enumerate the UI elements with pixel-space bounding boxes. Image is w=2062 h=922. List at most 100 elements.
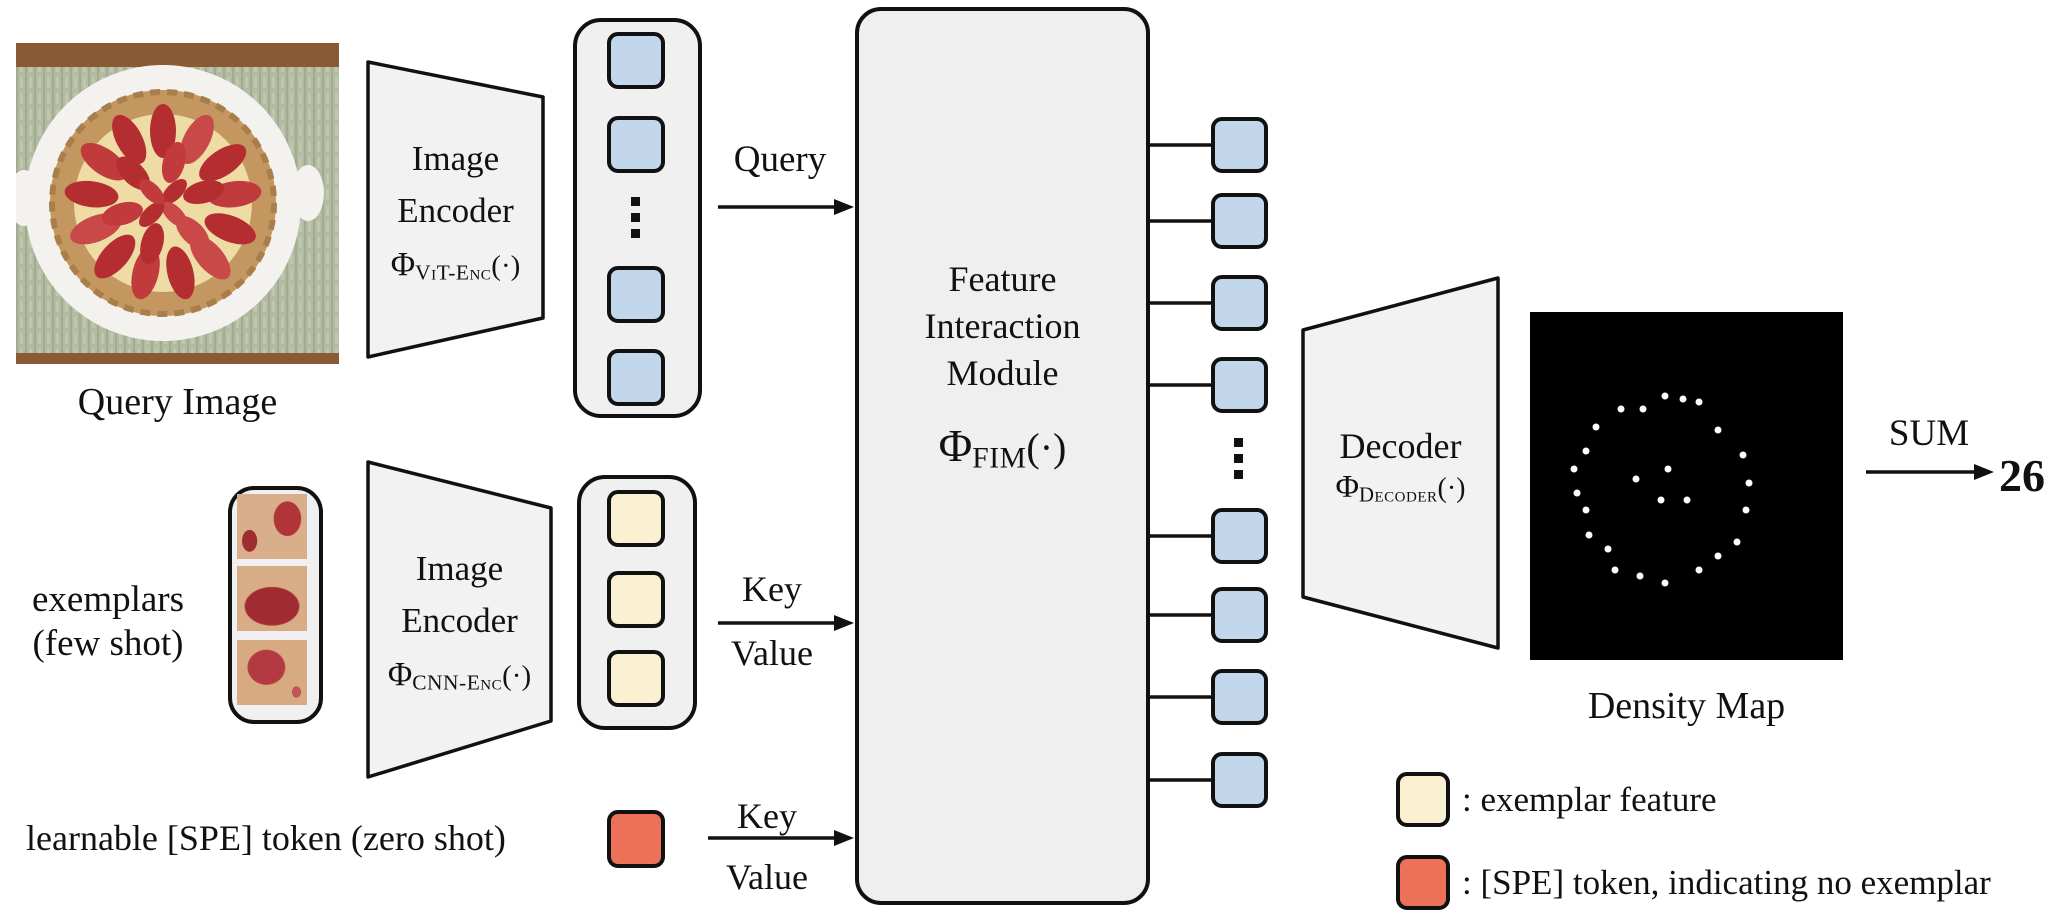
density-dot: [1661, 579, 1669, 587]
query-arrow-head: [834, 199, 854, 215]
density-dot: [1679, 395, 1687, 403]
exemplar-token-1: [607, 490, 665, 547]
density-dot: [1632, 475, 1640, 483]
density-dot: [1739, 451, 1747, 459]
density-dot: [1636, 572, 1644, 580]
density-dot: [1570, 465, 1578, 473]
output-token-7: [1211, 669, 1268, 725]
decoder-subscript: Decoder: [1359, 484, 1438, 507]
output-token-6: [1211, 587, 1268, 643]
vit-encoder-shape: [366, 60, 545, 359]
density-dot: [1664, 465, 1672, 473]
density-dot: [1683, 496, 1690, 504]
density-dot: [1695, 398, 1703, 406]
density-dot: [1611, 566, 1618, 574]
value-few-label: Value: [731, 633, 813, 673]
output-token-8: [1211, 752, 1268, 808]
density-dot: [1714, 426, 1722, 434]
strawberry-tart-illustration: [16, 43, 339, 364]
cnn-encoder-shape: [366, 460, 553, 779]
density-dot: [1592, 423, 1600, 431]
phi-symbol: Φ: [938, 420, 973, 471]
exemplar-token-3: [607, 650, 665, 707]
density-dot: [1582, 506, 1590, 514]
exemplar-crop-1: [237, 494, 307, 559]
sum-label: SUM: [1888, 413, 1970, 454]
spe-caption: learnable [SPE] token (zero shot): [26, 818, 506, 858]
density-dot: [1639, 405, 1647, 413]
density-dot: [1657, 496, 1665, 504]
query-token-4: [607, 349, 665, 406]
output-token-3: [1211, 275, 1268, 331]
cnn-enc-subscript: CNN-Enc: [412, 670, 503, 695]
decoder-formula: ΦDecoder(·): [1303, 468, 1498, 508]
fim-label-line3: Module: [946, 353, 1059, 393]
spe-token: [607, 810, 665, 868]
query-image-photo: [16, 43, 339, 364]
density-dot: [1661, 392, 1669, 400]
exemplar-token-2: [607, 571, 665, 628]
output-tokens-ellipsis: [1234, 438, 1243, 479]
decoder-shape: [1301, 276, 1500, 650]
vit-encoder-label-line1: Image: [411, 139, 500, 179]
query-tokens-ellipsis: [631, 197, 640, 238]
sum-arrow-head: [1974, 464, 1994, 480]
legend-exemplar-swatch: [1396, 772, 1450, 827]
exemplar-crop-2: [237, 566, 307, 631]
query-token-3: [607, 266, 665, 323]
output-token-5: [1211, 508, 1268, 564]
query-token-2: [607, 116, 665, 173]
vit-encoder-formula: ΦViT-Enc(·): [391, 246, 521, 286]
vit-enc-subscript: ViT-Enc: [415, 260, 492, 285]
output-token-4: [1211, 357, 1268, 413]
feature-interaction-module-box: [855, 7, 1150, 905]
decoder-title: Decoder: [1339, 426, 1462, 466]
density-dot: [1585, 531, 1593, 539]
phi-symbol: Φ: [390, 246, 416, 284]
key-value-few-arrow-head: [834, 615, 854, 631]
exemplars-caption-line1: exemplars: [31, 579, 185, 620]
cnn-encoder-label-line2: Encoder: [401, 601, 518, 641]
query-flow-label: Query: [733, 139, 827, 180]
exemplars-caption-line2: (few shot): [32, 622, 184, 664]
density-dot: [1733, 538, 1741, 546]
density-map: [1530, 312, 1843, 660]
vit-encoder-label-line2: Encoder: [397, 191, 514, 231]
key-few-label: Key: [742, 569, 802, 609]
exemplar-crop-3: [237, 640, 307, 705]
phi-symbol: Φ: [1335, 468, 1360, 504]
legend-spe-label: : [SPE] token, indicating no exemplar: [1462, 862, 1991, 902]
cnn-encoder-label-line1: Image: [415, 549, 504, 589]
density-dot: [1582, 447, 1590, 455]
fim-subscript: FIM: [972, 442, 1027, 475]
phi-symbol: Φ: [387, 656, 413, 694]
density-dot: [1714, 552, 1722, 560]
fim-label-line1: Feature: [948, 259, 1057, 299]
density-map-caption: Density Map: [1587, 685, 1786, 727]
formula-args: (·): [502, 660, 532, 693]
formula-args: (·): [1026, 425, 1067, 470]
value-zero-label: Value: [726, 857, 808, 897]
density-dot: [1604, 545, 1612, 553]
output-token-1: [1211, 117, 1268, 173]
query-token-1: [607, 32, 665, 89]
legend-spe-swatch: [1396, 855, 1450, 910]
fim-output-connectors: [1150, 143, 1213, 782]
count-result: 26: [1999, 450, 2045, 501]
fim-formula: ΦFIM(·): [855, 419, 1150, 476]
density-dot: [1742, 506, 1750, 514]
key-value-zero-arrow-head: [834, 830, 854, 846]
density-dot: [1695, 566, 1703, 574]
query-image-caption: Query Image: [77, 381, 278, 423]
density-dot: [1617, 405, 1625, 413]
legend-exemplar-label: : exemplar feature: [1462, 779, 1717, 819]
key-zero-label: Key: [737, 796, 797, 836]
formula-args: (·): [1437, 473, 1466, 504]
fim-label-line2: Interaction: [924, 306, 1081, 346]
output-token-2: [1211, 193, 1268, 249]
density-dot: [1745, 479, 1753, 487]
density-dot: [1573, 489, 1581, 497]
formula-args: (·): [491, 250, 521, 283]
